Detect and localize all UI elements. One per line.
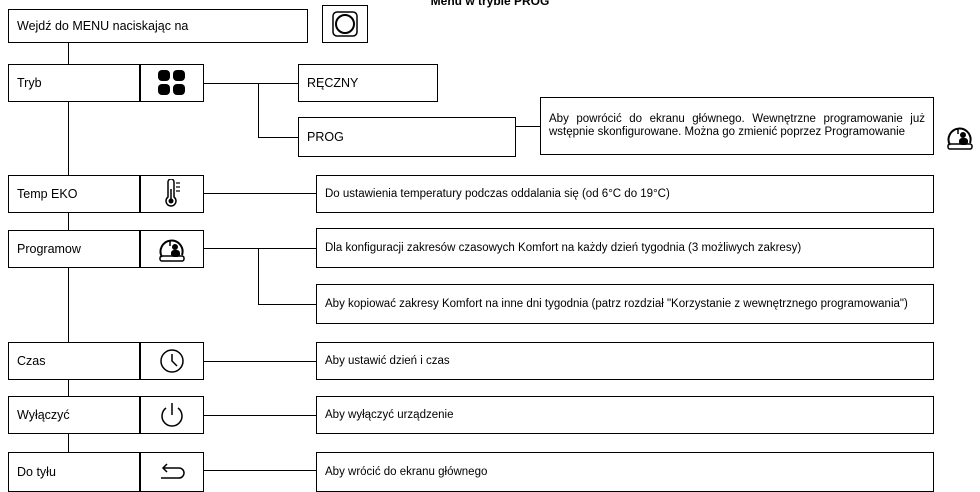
back-arrow-icon xyxy=(161,463,185,479)
menu-item-temp-eko[interactable]: Temp EKO xyxy=(8,175,140,213)
menu-button-icon-box[interactable] xyxy=(322,5,368,43)
option-prog-label: PROG xyxy=(307,130,344,144)
clock-icon xyxy=(160,349,184,373)
programow-branch-line xyxy=(258,248,259,304)
menu-item-temp-eko-label: Temp EKO xyxy=(17,187,78,201)
temp-eko-connector xyxy=(204,193,316,194)
tryb-connector xyxy=(204,83,298,84)
temp-eko-description-text: Do ustawienia temperatury podczas oddala… xyxy=(325,187,670,200)
menu-item-do-tylu-label: Do tyłu xyxy=(17,465,56,479)
menu-item-tryb-label: Tryb xyxy=(17,76,42,90)
wylaczyc-connector xyxy=(204,415,316,416)
option-reczny[interactable]: RĘCZNY xyxy=(298,64,438,102)
clock-person-icon xyxy=(159,239,185,262)
start-label: Wejdź do MENU naciskając na xyxy=(17,19,189,33)
programow-description-2-text: Aby kopiować zakresy Komfort na inne dni… xyxy=(325,297,908,310)
do-tylu-description: Aby wrócić do ekranu głównego xyxy=(316,452,934,492)
czas-connector xyxy=(204,361,316,362)
diagram-title: Menu w trybie PROG xyxy=(430,0,550,8)
menu-item-czas[interactable]: Czas xyxy=(8,342,140,380)
programow-branch-connector xyxy=(258,304,316,305)
thermometer-icon xyxy=(165,179,180,207)
prog-connector xyxy=(258,137,298,138)
tryb-icon-box xyxy=(140,64,204,102)
programow-description-1-text: Dla konfiguracji zakresów czasowych Komf… xyxy=(325,241,802,254)
menu-item-tryb[interactable]: Tryb xyxy=(8,64,140,102)
temp-eko-description: Do ustawienia temperatury podczas oddala… xyxy=(316,175,934,213)
do-tylu-description-text: Aby wrócić do ekranu głównego xyxy=(325,465,488,478)
menu-item-czas-label: Czas xyxy=(17,354,46,368)
tryb-branch-line xyxy=(258,83,259,137)
mode-squares-icon xyxy=(158,70,185,95)
do-tylu-icon-box xyxy=(140,452,204,492)
menu-item-programow[interactable]: Programow xyxy=(8,230,140,268)
option-prog[interactable]: PROG xyxy=(298,117,516,157)
programow-connector xyxy=(204,248,316,249)
do-tylu-connector xyxy=(204,470,316,471)
start-label-box: Wejdź do MENU naciskając na xyxy=(8,9,308,43)
temp-eko-icon-box xyxy=(140,175,204,213)
prog-note: Aby powrócić do ekranu głównego. Wewnętr… xyxy=(540,97,934,155)
wylaczyc-icon-box xyxy=(140,396,204,434)
option-reczny-label: RĘCZNY xyxy=(307,76,359,90)
clock-person-icon xyxy=(947,127,973,150)
power-icon xyxy=(161,403,183,427)
prog-note-text: Aby powrócić do ekranu głównego. Wewnętr… xyxy=(549,113,925,138)
prog-note-icon-box xyxy=(940,117,980,157)
czas-description: Aby ustawić dzień i czas xyxy=(316,342,934,380)
programow-icon-box xyxy=(140,230,204,268)
wylaczyc-description-text: Aby wyłączyć urządzenie xyxy=(325,408,454,421)
czas-description-text: Aby ustawić dzień i czas xyxy=(325,354,450,367)
wylaczyc-description: Aby wyłączyć urządzenie xyxy=(316,396,934,434)
menu-item-do-tylu[interactable]: Do tyłu xyxy=(8,452,140,492)
prog-note-connector xyxy=(516,126,540,127)
menu-item-wylaczyc[interactable]: Wyłączyć xyxy=(8,396,140,434)
menu-item-programow-label: Programow xyxy=(17,242,81,256)
circle-button-icon xyxy=(332,11,358,37)
programow-description-1: Dla konfiguracji zakresów czasowych Komf… xyxy=(316,228,934,268)
czas-icon-box xyxy=(140,342,204,380)
menu-item-wylaczyc-label: Wyłączyć xyxy=(17,408,70,422)
programow-description-2: Aby kopiować zakresy Komfort na inne dni… xyxy=(316,284,934,324)
